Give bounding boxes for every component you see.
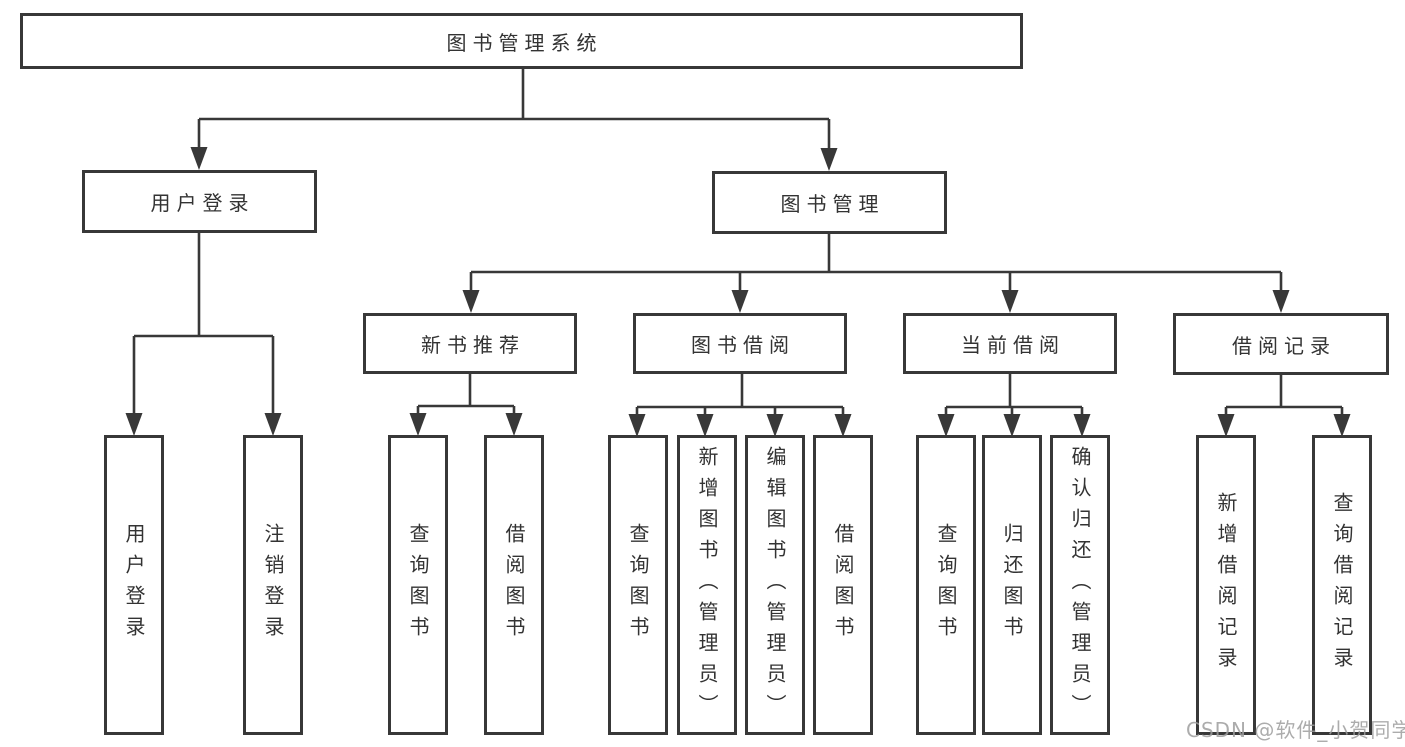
leaf-records-add-record: 新增借阅记录 [1196,435,1256,735]
arrowhead-icon [462,290,480,313]
leaf-borrow-query-books: 查询图书 [608,435,668,735]
leaf-borrow-edit-books-admin: 编辑图书（管理员） [745,435,805,735]
arrowhead-icon [409,413,427,436]
arrowhead-icon [1073,414,1091,437]
leaf-borrow-query-books-label: 查询图书 [626,523,650,647]
leaf-borrow-add-books-admin-label: 新增图书（管理员） [695,445,719,725]
leaf-user-login: 用户登录 [104,435,164,735]
arrowhead-icon [190,147,208,170]
leaf-logout-login: 注销登录 [243,435,303,735]
watermark: CSDN @软件_小贺同学 [1186,718,1405,742]
node-new-book-recommend-label: 新书推荐 [421,333,525,357]
leaf-records-query-record: 查询借阅记录 [1312,435,1372,735]
node-book-management-label: 图书管理 [780,192,885,216]
leaf-current-return-books-label: 归还图书 [1000,523,1024,647]
leaf-logout-login-label: 注销登录 [261,523,285,647]
leaf-borrow-add-books-admin: 新增图书（管理员） [677,435,737,735]
arrowhead-icon [264,413,282,436]
leaf-user-login-label: 用户登录 [122,523,146,647]
node-current-borrow-label: 当前借阅 [961,333,1065,357]
node-user-login-label: 用户登录 [150,191,255,215]
arrowhead-icon [696,414,714,437]
node-new-book-recommend: 新书推荐 [363,313,577,374]
arrowhead-icon [766,414,784,437]
node-book-management: 图书管理 [712,171,947,234]
arrowhead-icon [834,414,852,437]
arrowhead-icon [628,414,646,437]
leaf-current-query-books-label: 查询图书 [934,523,958,647]
arrowhead-icon [1003,414,1021,437]
node-root-label: 图书管理系统 [446,30,603,55]
leaf-records-query-record-label: 查询借阅记录 [1330,492,1354,678]
leaf-newbook-query-books-label: 查询图书 [406,523,430,647]
arrowhead-icon [937,414,955,437]
node-borrow-records: 借阅记录 [1173,313,1389,375]
node-book-borrow-label: 图书借阅 [691,333,795,357]
leaf-current-return-books: 归还图书 [982,435,1042,735]
leaf-current-confirm-return-admin-label: 确认归还（管理员） [1068,445,1092,725]
arrowhead-icon [1272,290,1290,313]
leaf-records-add-record-label: 新增借阅记录 [1214,492,1238,678]
leaf-newbook-query-books: 查询图书 [388,435,448,735]
arrowhead-icon [125,413,143,436]
node-user-login: 用户登录 [82,170,317,233]
arrowhead-icon [731,290,749,313]
arrowhead-icon [505,413,523,436]
leaf-current-query-books: 查询图书 [916,435,976,735]
leaf-current-confirm-return-admin: 确认归还（管理员） [1050,435,1110,735]
leaf-newbook-borrow-books-label: 借阅图书 [502,523,526,647]
leaf-borrow-borrow-books: 借阅图书 [813,435,873,735]
arrowhead-icon [1001,290,1019,313]
leaf-borrow-borrow-books-label: 借阅图书 [831,523,855,647]
arrowhead-icon [820,148,838,171]
node-borrow-records-label: 借阅记录 [1232,333,1336,358]
arrowhead-icon [1333,414,1351,437]
leaf-newbook-borrow-books: 借阅图书 [484,435,544,735]
node-root: 图书管理系统 [20,13,1023,69]
node-book-borrow: 图书借阅 [633,313,847,374]
arrowhead-icon [1217,414,1235,437]
leaf-borrow-edit-books-admin-label: 编辑图书（管理员） [763,445,787,725]
node-current-borrow: 当前借阅 [903,313,1117,374]
